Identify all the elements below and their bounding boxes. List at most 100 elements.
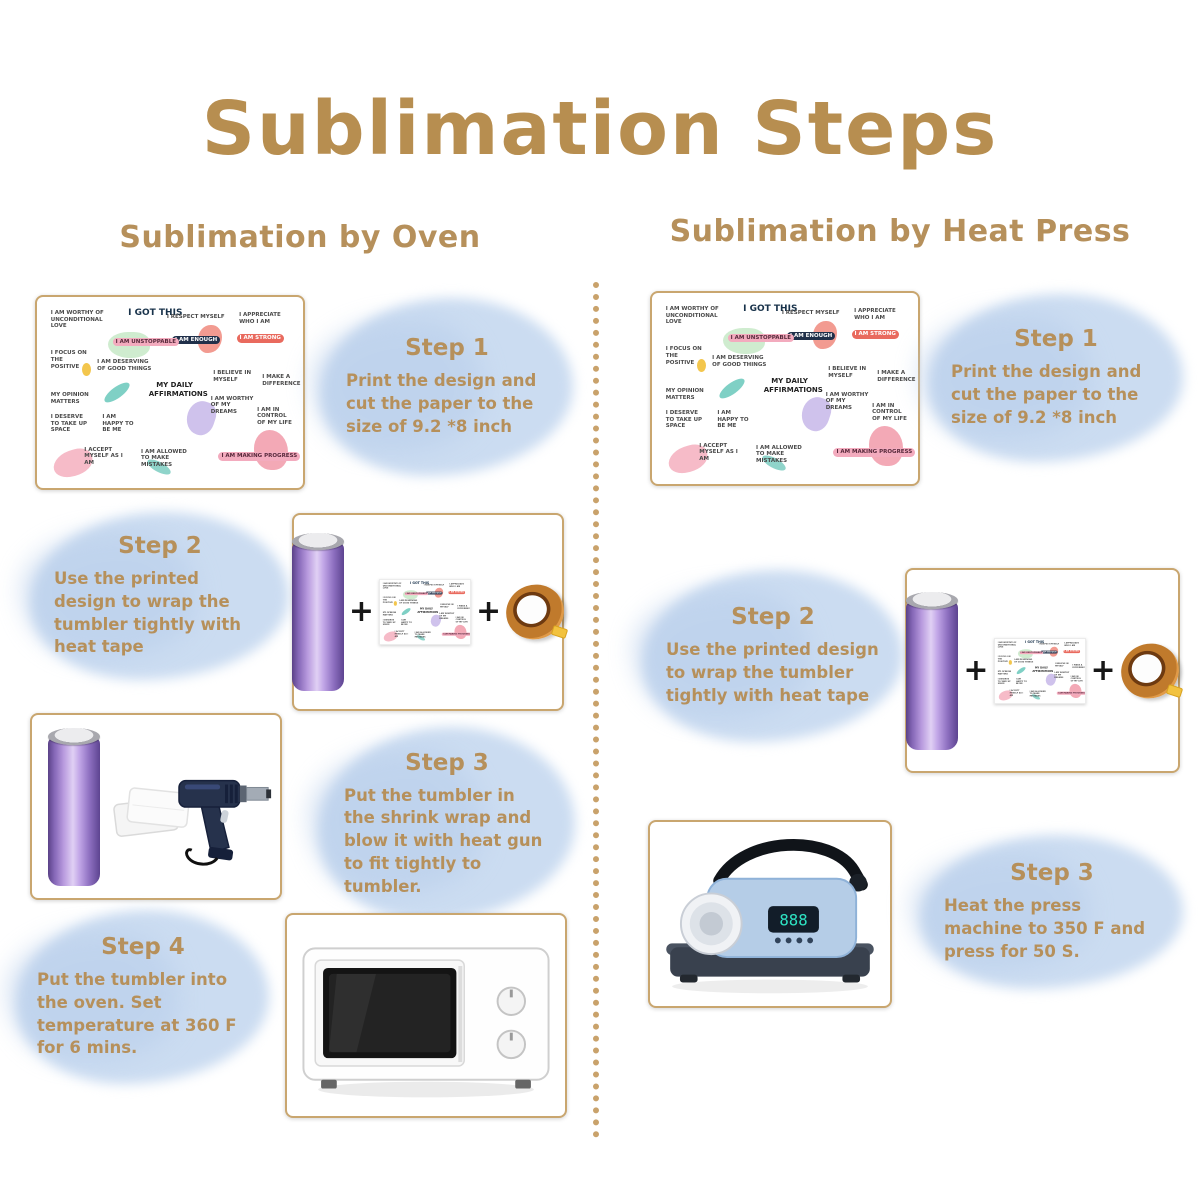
affirmation-phrase: I AM ALLOWED TO MAKE MISTAKES <box>141 448 187 468</box>
tumbler-body <box>906 600 959 750</box>
affirmation-phrase: I AM ENOUGH <box>425 591 443 595</box>
affirmation-phrase: I FOCUS ON THE POSITIVE <box>50 350 87 370</box>
affirmation-design-sheet: I AM WORTHY OF UNCONDITIONAL LOVE I GOT … <box>658 299 916 481</box>
affirmation-phrase: I AM HAPPY TO BE ME <box>102 414 134 434</box>
affirmation-phrase: I AM WORTHY OF MY DREAMS <box>825 391 869 411</box>
affirmation-phrase: I AM DESERVING OF GOOD THINGS <box>712 355 767 368</box>
press-step2-image: + I AM WORTHY OF UNCONDITIONAL LOVE I GO… <box>905 568 1186 773</box>
microwave-icon <box>302 947 550 1098</box>
affirmation-phrase: I MAKE A DIFFERENCE <box>262 373 301 387</box>
heat-press-column-heading: Sublimation by Heat Press <box>669 214 1131 249</box>
affirmation-phrase: I AM UNSTOPPABLE <box>727 333 794 343</box>
affirmation-phrase: I AM MAKING PROGRESS <box>1056 691 1085 695</box>
heat-tape-icon <box>1113 635 1186 706</box>
decorative-blob <box>1069 683 1082 698</box>
affirmation-phrase: I DESERVE TO TAKE UP SPACE <box>382 619 396 626</box>
affirmation-phrase: I ACCEPT MYSELF AS I AM <box>394 630 409 638</box>
plus-icon: + <box>1090 652 1116 688</box>
decorative-blob <box>254 430 289 471</box>
tumbler-rim <box>906 591 959 609</box>
affirmation-phrase: I AM MAKING PROGRESS <box>441 632 470 636</box>
affirmation-phrase: I AM WORTHY OF UNCONDITIONAL LOVE <box>382 582 402 590</box>
affirmation-phrase: I AM STRONG <box>1062 649 1080 653</box>
press-step3-label: Step 3 <box>1010 860 1094 887</box>
affirmation-phrase: MY DAILY AFFIRMATIONS <box>1031 666 1053 672</box>
tape-tab <box>550 624 569 640</box>
affirmation-phrase: I AM ENOUGH <box>1040 650 1058 654</box>
affirmation-phrase: I ACCEPT MYSELF AS I AM <box>1009 689 1023 697</box>
decorative-dot <box>1008 659 1012 665</box>
plus-icon: + <box>348 594 374 629</box>
affirmation-phrase: I BELIEVE IN MYSELF <box>213 370 252 383</box>
oven-step1-label: Step 1 <box>405 335 489 362</box>
tumbler-body <box>48 737 100 886</box>
heat-gun-icon <box>178 779 272 866</box>
oven-step4-callout: Step 4 Put the tumbler into the oven. Se… <box>24 918 262 1076</box>
affirmation-phrase: I BELIEVE IN MYSELF <box>828 366 867 379</box>
affirmation-phrase: I AM MAKING PROGRESS <box>833 448 916 457</box>
affirmation-phrase: I AM DESERVING OF GOOD THINGS <box>97 359 152 372</box>
tumbler-icon <box>48 728 100 886</box>
affirmation-phrase: I RESPECT MYSELF <box>166 313 225 320</box>
affirmation-phrase: I AM IN CONTROL OF MY LIFE <box>257 406 292 426</box>
press-step1-design-image: I AM WORTHY OF UNCONDITIONAL LOVE I GOT … <box>650 291 920 486</box>
affirmation-phrase: MY OPINION MATTERS <box>665 388 704 401</box>
oven-step1-callout: Step 1 Print the design and cut the pape… <box>328 306 566 468</box>
affirmation-design-sheet: I AM WORTHY OF UNCONDITIONAL LOVE I GOT … <box>994 638 1085 703</box>
plus-icon: + <box>476 594 502 629</box>
affirmation-phrase: I FOCUS ON THE POSITIVE <box>997 655 1010 662</box>
heat-tape-icon <box>499 577 572 647</box>
press-step1-callout: Step 1 Print the design and cut the pape… <box>936 302 1176 454</box>
affirmation-phrase: I AM ALLOWED TO MAKE MISTAKES <box>414 631 431 639</box>
affirmation-phrase: I AM UNSTOPPABLE <box>1019 650 1043 654</box>
affirmation-phrase: I AM IN CONTROL OF MY LIFE <box>455 616 468 624</box>
oven-step1-design-image: I AM WORTHY OF UNCONDITIONAL LOVE I GOT … <box>35 295 305 490</box>
tape-tab <box>1165 683 1183 698</box>
affirmation-phrase: MY OPINION MATTERS <box>997 669 1011 675</box>
plus-icon: + <box>963 652 989 688</box>
affirmation-phrase: I APPRECIATE WHO I AM <box>239 312 281 325</box>
affirmation-phrase: I APPRECIATE WHO I AM <box>1063 641 1079 647</box>
affirmation-phrase: I MAKE A DIFFERENCE <box>877 369 916 383</box>
affirmation-phrase: MY OPINION MATTERS <box>50 392 89 405</box>
oven-step3-text: Put the tumbler in the shrink wrap and b… <box>344 785 543 896</box>
press-step2-label: Step 2 <box>731 604 815 631</box>
decorative-dot <box>696 359 706 373</box>
affirmation-phrase: I AM STRONG <box>851 329 899 339</box>
affirmation-phrase: I AM WORTHY OF MY DREAMS <box>1053 671 1069 679</box>
oven-step2-image: + I AM WORTHY OF UNCONDITIONAL LOVE I GO… <box>291 513 572 711</box>
affirmation-phrase: I AM ALLOWED TO MAKE MISTAKES <box>756 444 802 464</box>
design-mini-icon: I AM WORTHY OF UNCONDITIONAL LOVE I GOT … <box>379 579 471 645</box>
decorative-leaf <box>101 378 133 406</box>
affirmation-phrase: MY DAILY AFFIRMATIONS <box>148 381 208 398</box>
affirmation-phrase: I AM HAPPY TO BE ME <box>1015 677 1027 685</box>
oven-step1-text: Print the design and cut the paper to th… <box>346 371 537 436</box>
press-step2-text: Use the printed design to wrap the tumbl… <box>666 640 879 705</box>
affirmation-phrase: MY DAILY AFFIRMATIONS <box>763 377 823 394</box>
affirmation-phrase: I DESERVE TO TAKE UP SPACE <box>50 414 88 434</box>
affirmation-phrase: I MAKE A DIFFERENCE <box>457 605 471 610</box>
affirmation-phrase: I AM WORTHY OF MY DREAMS <box>210 395 254 415</box>
affirmation-design-sheet: I AM WORTHY OF UNCONDITIONAL LOVE I GOT … <box>380 580 471 644</box>
affirmation-phrase: I AM IN CONTROL OF MY LIFE <box>1070 675 1083 682</box>
affirmation-phrase: I AM DESERVING OF GOOD THINGS <box>399 599 419 605</box>
affirmation-phrase: I AM WORTHY OF UNCONDITIONAL LOVE <box>50 310 104 330</box>
tumbler-rim <box>291 533 344 550</box>
decorative-leaf <box>716 374 748 402</box>
press-step1-text: Print the design and cut the paper to th… <box>951 362 1142 427</box>
affirmation-design-sheet: I AM WORTHY OF UNCONDITIONAL LOVE I GOT … <box>43 303 301 485</box>
affirmation-design-sheet: I AM WORTHY OF UNCONDITIONAL LOVE I GOT … <box>658 299 916 481</box>
decorative-leaf <box>1015 665 1027 675</box>
affirmation-phrase: I DESERVE TO TAKE UP SPACE <box>997 677 1011 685</box>
press-step3-text: Heat the press machine to 350 F and pres… <box>944 896 1146 961</box>
affirmation-phrase: I AM HAPPY TO BE ME <box>717 410 749 430</box>
dotted-divider <box>593 282 599 1138</box>
oven-step4-label: Step 4 <box>101 933 185 960</box>
oven-step3-callout: Step 3 Put the tumbler in the shrink wra… <box>326 736 568 912</box>
oven-step2-callout: Step 2 Use the printed design to wrap th… <box>38 520 282 672</box>
press-step3-image: 888 <box>648 820 892 1008</box>
tumbler-rim <box>48 728 100 745</box>
affirmation-phrase: I AM ALLOWED TO MAKE MISTAKES <box>1029 689 1046 697</box>
affirmation-phrase: I APPRECIATE WHO I AM <box>854 308 896 321</box>
affirmation-phrase: I FOCUS ON THE POSITIVE <box>665 346 702 366</box>
